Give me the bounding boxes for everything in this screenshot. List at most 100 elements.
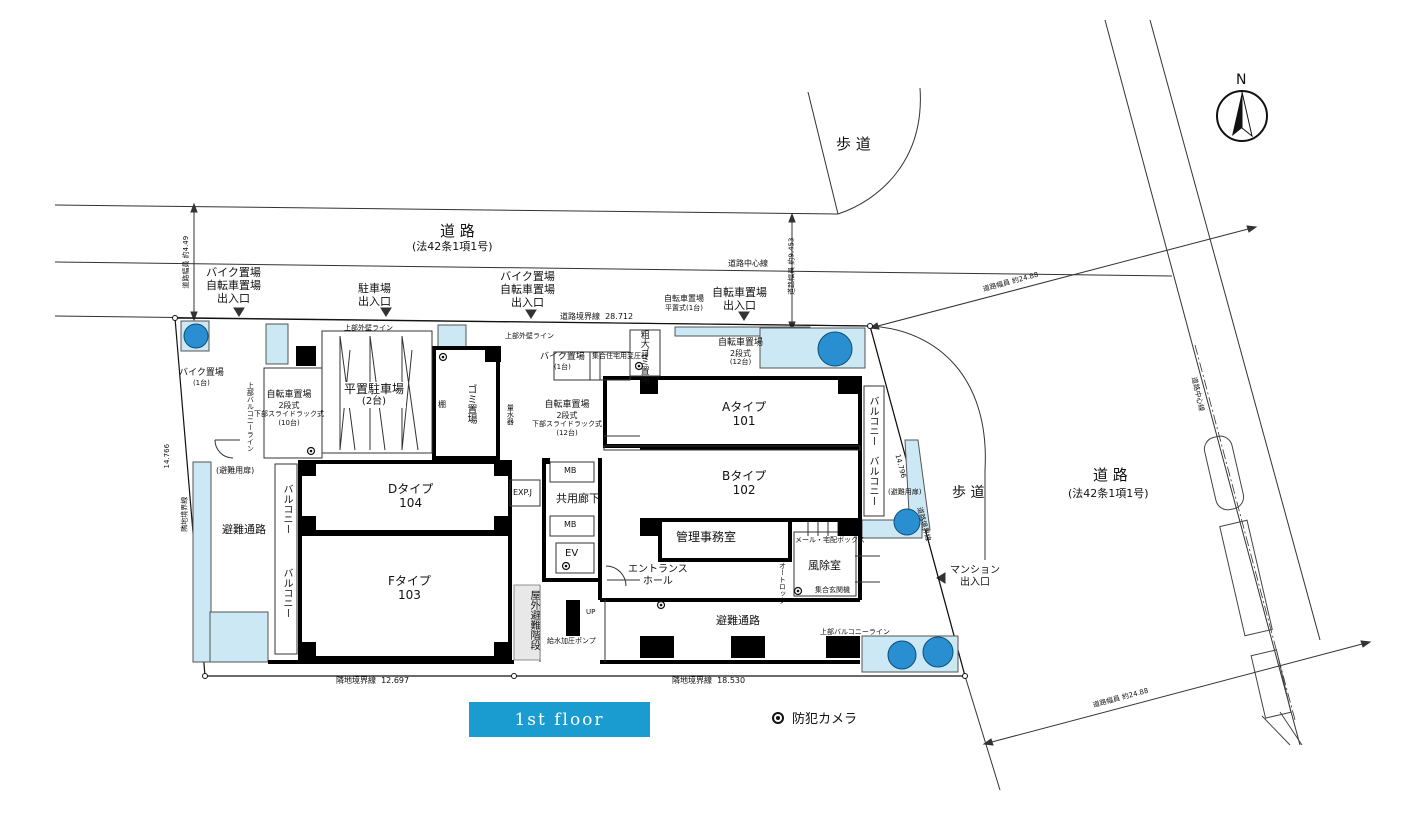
unit-d-number: 104 <box>399 496 423 511</box>
evac-south-label: 避難通路 <box>716 614 760 627</box>
east-road-law: (法42条1項1号) <box>1068 487 1149 500</box>
vestibule-label: 風除室 <box>808 559 841 572</box>
adjacent-south-2-label: 隣地境界線 18.530 <box>672 676 745 686</box>
bicycle-mid-line2: 2段式 <box>556 410 578 420</box>
north-road-law: (法42条1項1号) <box>412 240 493 253</box>
unit-d-type: Dタイプ <box>388 482 434 496</box>
bicycle-mid-label: 自転車置場 2段式 下部スライドラック式 (12台) <box>532 400 602 437</box>
bicycle-west-line4: (10台) <box>278 418 300 427</box>
garbage-small-label: 粗大ゴミ置場 <box>638 330 649 384</box>
bicycle-entry-east-line1: 自転車置場 <box>712 286 767 299</box>
security-camera-icon <box>772 711 784 724</box>
balcony-f-label: バルコニー <box>281 568 292 618</box>
unit-d-label: Dタイプ 104 <box>388 482 433 511</box>
bicycle-east-line1: 自転車置場 <box>718 338 764 348</box>
bike-entry-mid-line1: バイク置場 <box>500 270 555 283</box>
parking-line2: (2台) <box>361 396 387 408</box>
water-pump-label: 給水加圧ポンプ <box>547 637 596 645</box>
unit-f-label: Fタイプ 103 <box>388 574 431 603</box>
bike-mid-line2: (1台) <box>553 362 571 371</box>
balcony-b-label: バルコニー <box>867 456 878 506</box>
bicycle-mid-line1: 自転車置場 <box>544 400 590 410</box>
parking-line1: 平置駐車場 <box>344 382 405 396</box>
mansion-entry-line2: 出入口 <box>960 577 990 588</box>
bicycle-flat-line1: 自転車置場 <box>664 294 704 303</box>
unit-f-type: Fタイプ <box>388 574 431 588</box>
bike-entry-mid-label: バイク置場 自転車置場 出入口 <box>500 270 555 310</box>
sidewalk-top-label: 歩 道 <box>836 135 871 153</box>
intercom-label: 集合玄関機 <box>815 586 850 594</box>
adjacent-south-2-length: 18.530 <box>717 676 746 685</box>
unit-b-label: Bタイプ 102 <box>722 469 766 498</box>
bike-entry-west-line2: 自転車置場 <box>206 279 261 293</box>
outdoor-stair-label: 屋外避難階段 <box>528 590 539 650</box>
garbage-label: ゴミ置場 <box>465 384 476 424</box>
bicycle-west-line1: 自転車置場 <box>266 390 312 400</box>
unit-a-type: Aタイプ <box>722 400 767 414</box>
bicycle-west-line3: 下部スライドラック式 <box>254 410 324 419</box>
north-label: N <box>1236 72 1247 88</box>
mb-lower-label: MB <box>564 520 577 529</box>
entrance-hall-label: エントランス ホール <box>628 564 688 588</box>
bicycle-east-line3: (12台) <box>729 358 752 367</box>
bike-west-line1: バイク置場 <box>179 368 224 378</box>
bike-entry-mid-line3: 出入口 <box>511 296 544 310</box>
bicycle-mid-line3: 下部スライドラック式 <box>532 420 602 429</box>
bicycle-entry-east-line2: 出入口 <box>723 299 756 313</box>
bicycle-west-label: 自転車置場 2段式 下部スライドラック式 (10台) <box>254 390 324 427</box>
corridor-label: 共用廊下 <box>556 492 600 505</box>
mansion-entry-line1: マンション <box>950 565 1000 576</box>
bike-entry-west-line1: バイク置場 <box>206 266 261 279</box>
north-road-name: 道 路 <box>440 222 475 240</box>
shelf-label: 棚 <box>438 400 446 409</box>
east-road-name: 道 路 <box>1093 466 1128 484</box>
entrance-hall-line2: ホール <box>642 576 673 587</box>
water-meter-label: 量水器 <box>506 404 515 425</box>
evac-door-east-label: (避難用扉) <box>888 488 922 496</box>
bicycle-east-line2: 2段式 <box>729 348 752 358</box>
bike-mid-line1: バイク置場 <box>540 352 585 362</box>
bicycle-east-label: 自転車置場 2段式 (12台) <box>718 338 763 367</box>
adjacent-west-label: 隣地境界線 <box>180 496 189 532</box>
bicycle-west-line2: 2段式 <box>278 400 300 410</box>
upper-wall-line-label: 上部外壁ライン <box>344 324 393 332</box>
floor-badge: 1st floor <box>469 702 650 737</box>
bike-entry-mid-line2: 自転車置場 <box>500 283 555 297</box>
evac-west-label: 避難通路 <box>222 523 266 536</box>
transformer-label: 集合住宅用変圧器 <box>592 352 648 360</box>
unit-b-number: 102 <box>732 483 756 498</box>
north-arrow-icon <box>1216 90 1268 142</box>
unit-b-type: Bタイプ <box>722 469 767 483</box>
adjacent-south-1-label: 隣地境界線 12.697 <box>336 676 409 686</box>
mansion-entry-label: マンション 出入口 <box>950 565 1000 589</box>
expj-label: EXP.J <box>513 488 533 497</box>
parking-label: 平置駐車場 (2台) <box>342 382 407 409</box>
unit-a-label: Aタイプ 101 <box>722 400 766 429</box>
upper-balcony-line-2-label: 上部バルコニーライン <box>246 382 255 452</box>
bike-entry-west-label: バイク置場 自転車置場 出入口 <box>206 266 261 306</box>
mb-upper-label: MB <box>564 466 577 475</box>
parking-entry-line2: 出入口 <box>358 295 391 309</box>
management-office-label: 管理事務室 <box>676 530 737 544</box>
adjacent-south-2-text: 隣地境界線 <box>672 676 712 685</box>
camera-legend: 防犯カメラ <box>772 708 857 727</box>
bike-west-label: バイク置場 (1台) <box>179 368 224 387</box>
ev-label: EV <box>565 548 579 559</box>
adjacent-west-length: 14.766 <box>163 443 172 469</box>
up-label: UP <box>586 608 596 616</box>
parking-entry-label: 駐車場 出入口 <box>358 282 391 308</box>
autolock-label: オートロック <box>778 562 787 604</box>
road-boundary-north-length: 28.712 <box>605 312 634 321</box>
upper-wall-line-2-label: 上部外壁ライン <box>505 332 554 340</box>
upper-balcony-line-label: 上部バルコニーライン <box>820 628 890 636</box>
bike-entry-west-line3: 出入口 <box>217 292 250 306</box>
bike-mid-label: バイク置場 (1台) <box>540 352 585 371</box>
adjacent-south-1-length: 12.697 <box>381 676 410 685</box>
balcony-a-label: バルコニー <box>867 396 878 446</box>
bicycle-mid-line4: (12台) <box>556 428 578 437</box>
road-center-line-label: 道路中心線 <box>728 259 768 268</box>
sidewalk-right-label: 歩 道 <box>952 485 985 501</box>
parking-entry-line1: 駐車場 <box>358 282 391 295</box>
road-boundary-north-text: 道路境界線 <box>560 312 600 321</box>
